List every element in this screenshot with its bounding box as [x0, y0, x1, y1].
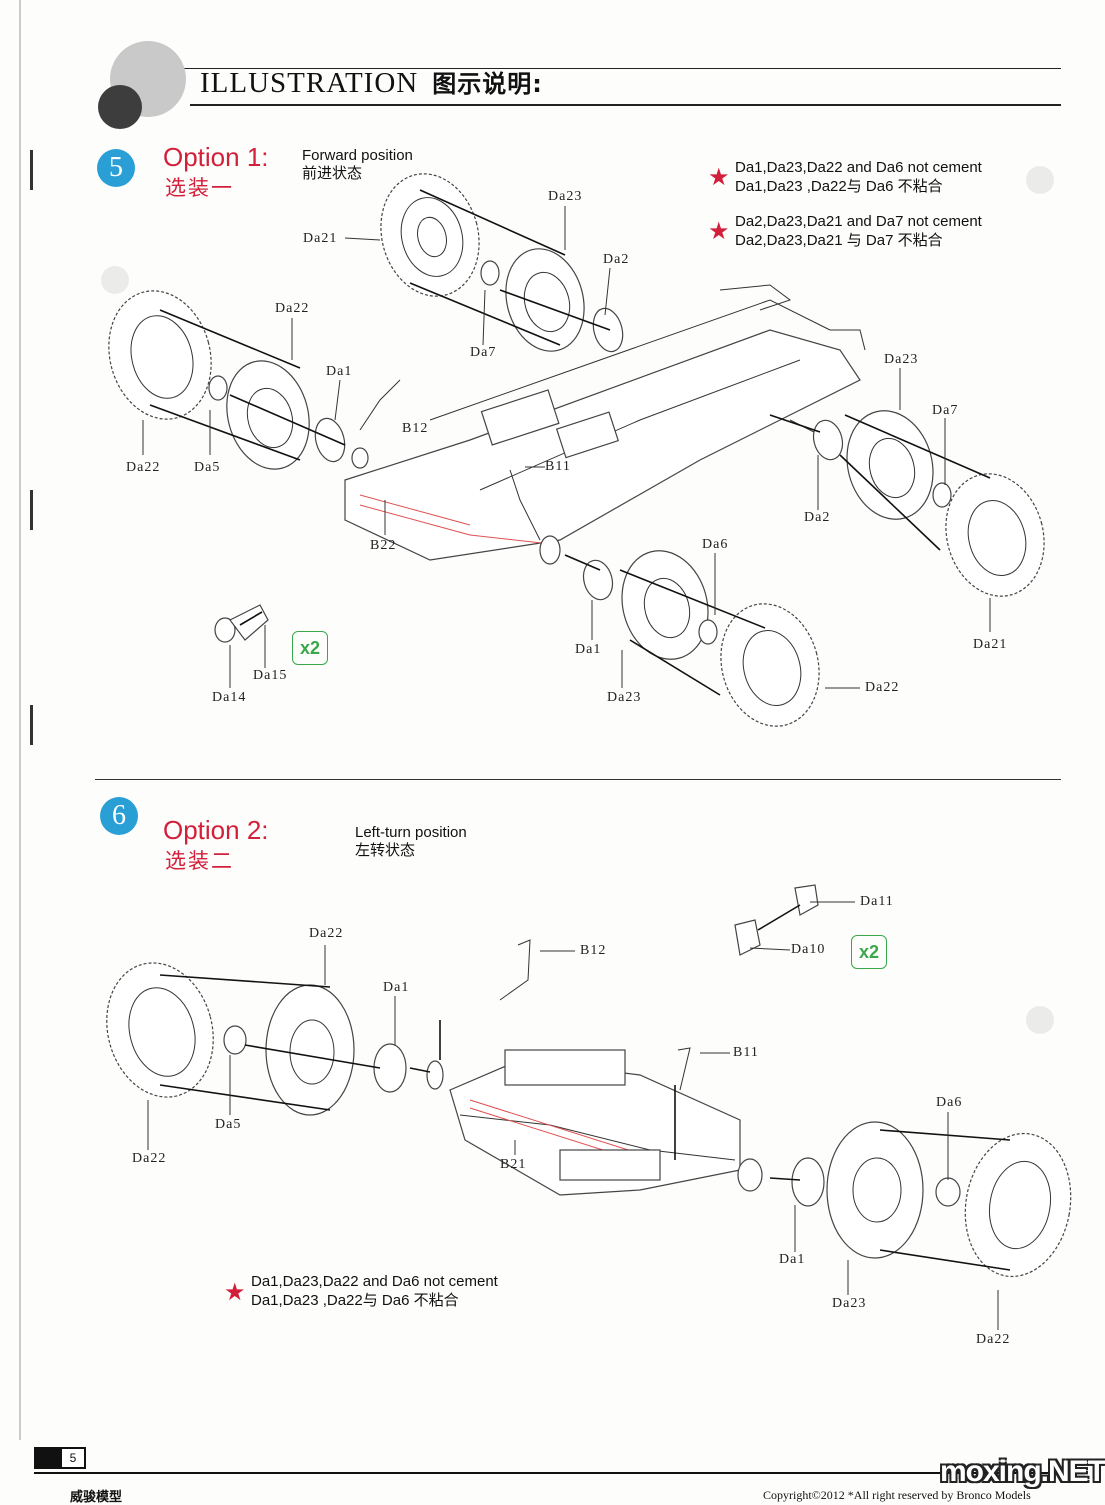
part-label: Da7 [470, 345, 497, 360]
step5-wheel-bottom [564, 550, 820, 727]
part-label: Da22 [309, 926, 344, 941]
part-label: Da22 [275, 301, 310, 316]
step6-position-en: Left-turn position [355, 824, 467, 841]
part-label: Da22 [126, 460, 161, 475]
step5-chassis [344, 284, 866, 565]
footer-brand: 威骏模型 [70, 1490, 123, 1505]
red-star-icon: ★ [708, 218, 730, 245]
step6-steering-arm-detail [734, 884, 819, 956]
section-divider [95, 779, 1061, 780]
part-label: Da11 [860, 894, 894, 909]
step6-note: Da1,Da23,Da22 and Da6 not cement Da1,Da2… [251, 1272, 498, 1310]
part-label: Da22 [865, 680, 900, 695]
part-label: Da5 [215, 1117, 242, 1132]
part-label: Da1 [575, 642, 602, 657]
part-label: Da1 [383, 980, 410, 995]
part-label: Da1 [326, 364, 353, 379]
note-en: Da1,Da23,Da22 and Da6 not cement [251, 1273, 498, 1290]
step6-axle [439, 939, 741, 1196]
step6-position: Left-turn position 左转状态 [355, 824, 467, 860]
step6-position-zh: 左转状态 [355, 842, 416, 859]
part-label: B12 [402, 421, 429, 436]
note-zh: Da1,Da23 ,Da22与 Da6 不粘合 [735, 178, 943, 195]
step6-option-zh: 选装二 [165, 849, 234, 873]
part-label: Da1 [779, 1252, 806, 1267]
footer-rule [34, 1472, 1074, 1474]
step6-wheel-left [106, 962, 444, 1116]
red-star-icon: ★ [224, 1279, 246, 1306]
part-label: Da5 [194, 460, 221, 475]
part-label: B11 [733, 1045, 759, 1060]
step5-option-title: Option 1: [163, 142, 269, 172]
page-number: 5 [62, 1449, 84, 1467]
step5-option-zh: 选装一 [165, 176, 234, 200]
header-rule [115, 68, 1061, 69]
part-label: Da2 [603, 252, 630, 267]
header-underline [190, 104, 1061, 106]
part-label: Da7 [932, 403, 959, 418]
step5-note-1: Da1,Da23,Da22 and Da6 not cement Da1,Da2… [735, 158, 982, 196]
note-zh: Da1,Da23 ,Da22与 Da6 不粘合 [251, 1292, 459, 1309]
footer-copyright: Copyright©2012 *All right reserved by Br… [763, 1488, 1031, 1502]
part-label: B22 [370, 538, 397, 553]
part-label: Da23 [548, 189, 583, 204]
quantity-badge: x2 [851, 935, 887, 969]
part-label: Da22 [976, 1332, 1011, 1347]
title-zh: 图示说明: [432, 70, 543, 98]
quantity-badge: x2 [292, 631, 328, 665]
part-label: B12 [580, 943, 607, 958]
step5-note-2: Da2,Da23,Da21 and Da7 not cement Da2,Da2… [735, 212, 982, 250]
part-label: Da10 [791, 942, 826, 957]
header-circle-small [98, 85, 142, 129]
step5-position-zh: 前进状态 [302, 165, 363, 182]
red-star-icon: ★ [708, 164, 730, 191]
part-label: B21 [500, 1157, 527, 1172]
step5-wheel-left [108, 290, 369, 470]
part-label: Da15 [253, 668, 288, 683]
part-label: Da21 [303, 231, 338, 246]
part-label: Da23 [884, 352, 919, 367]
step5-position-en: Forward position [302, 147, 413, 164]
step-5-badge: 5 [97, 149, 135, 187]
note-zh: Da2,Da23,Da21 与 Da7 不粘合 [735, 232, 943, 249]
part-label: Da21 [973, 637, 1008, 652]
part-label: Da6 [702, 537, 729, 552]
part-label: Da6 [936, 1095, 963, 1110]
part-label: Da23 [832, 1296, 867, 1311]
step5-wheel-top-left [380, 173, 624, 353]
watermark: moxing.NET [940, 1455, 1105, 1488]
step5-position: Forward position 前进状态 [302, 147, 413, 183]
part-label: Da2 [804, 510, 831, 525]
part-label: Da22 [132, 1151, 167, 1166]
page-title: ILLUSTRATION 图示说明: [200, 64, 543, 100]
part-label: Da14 [212, 690, 247, 705]
note-en: Da2,Da23,Da21 and Da7 not cement [735, 213, 982, 230]
step-6-badge: 6 [100, 797, 138, 835]
part-label: Da23 [607, 690, 642, 705]
step6-wheel-right [737, 1121, 1072, 1278]
part-label: B11 [545, 459, 571, 474]
title-en: ILLUSTRATION [200, 67, 419, 99]
step5-steering-arm-detail [214, 604, 269, 643]
step6-option-title: Option 2: [163, 815, 269, 845]
note-en: Da1,Da23,Da22 and Da6 not cement [735, 159, 982, 176]
step5-wheel-right [769, 410, 1045, 597]
